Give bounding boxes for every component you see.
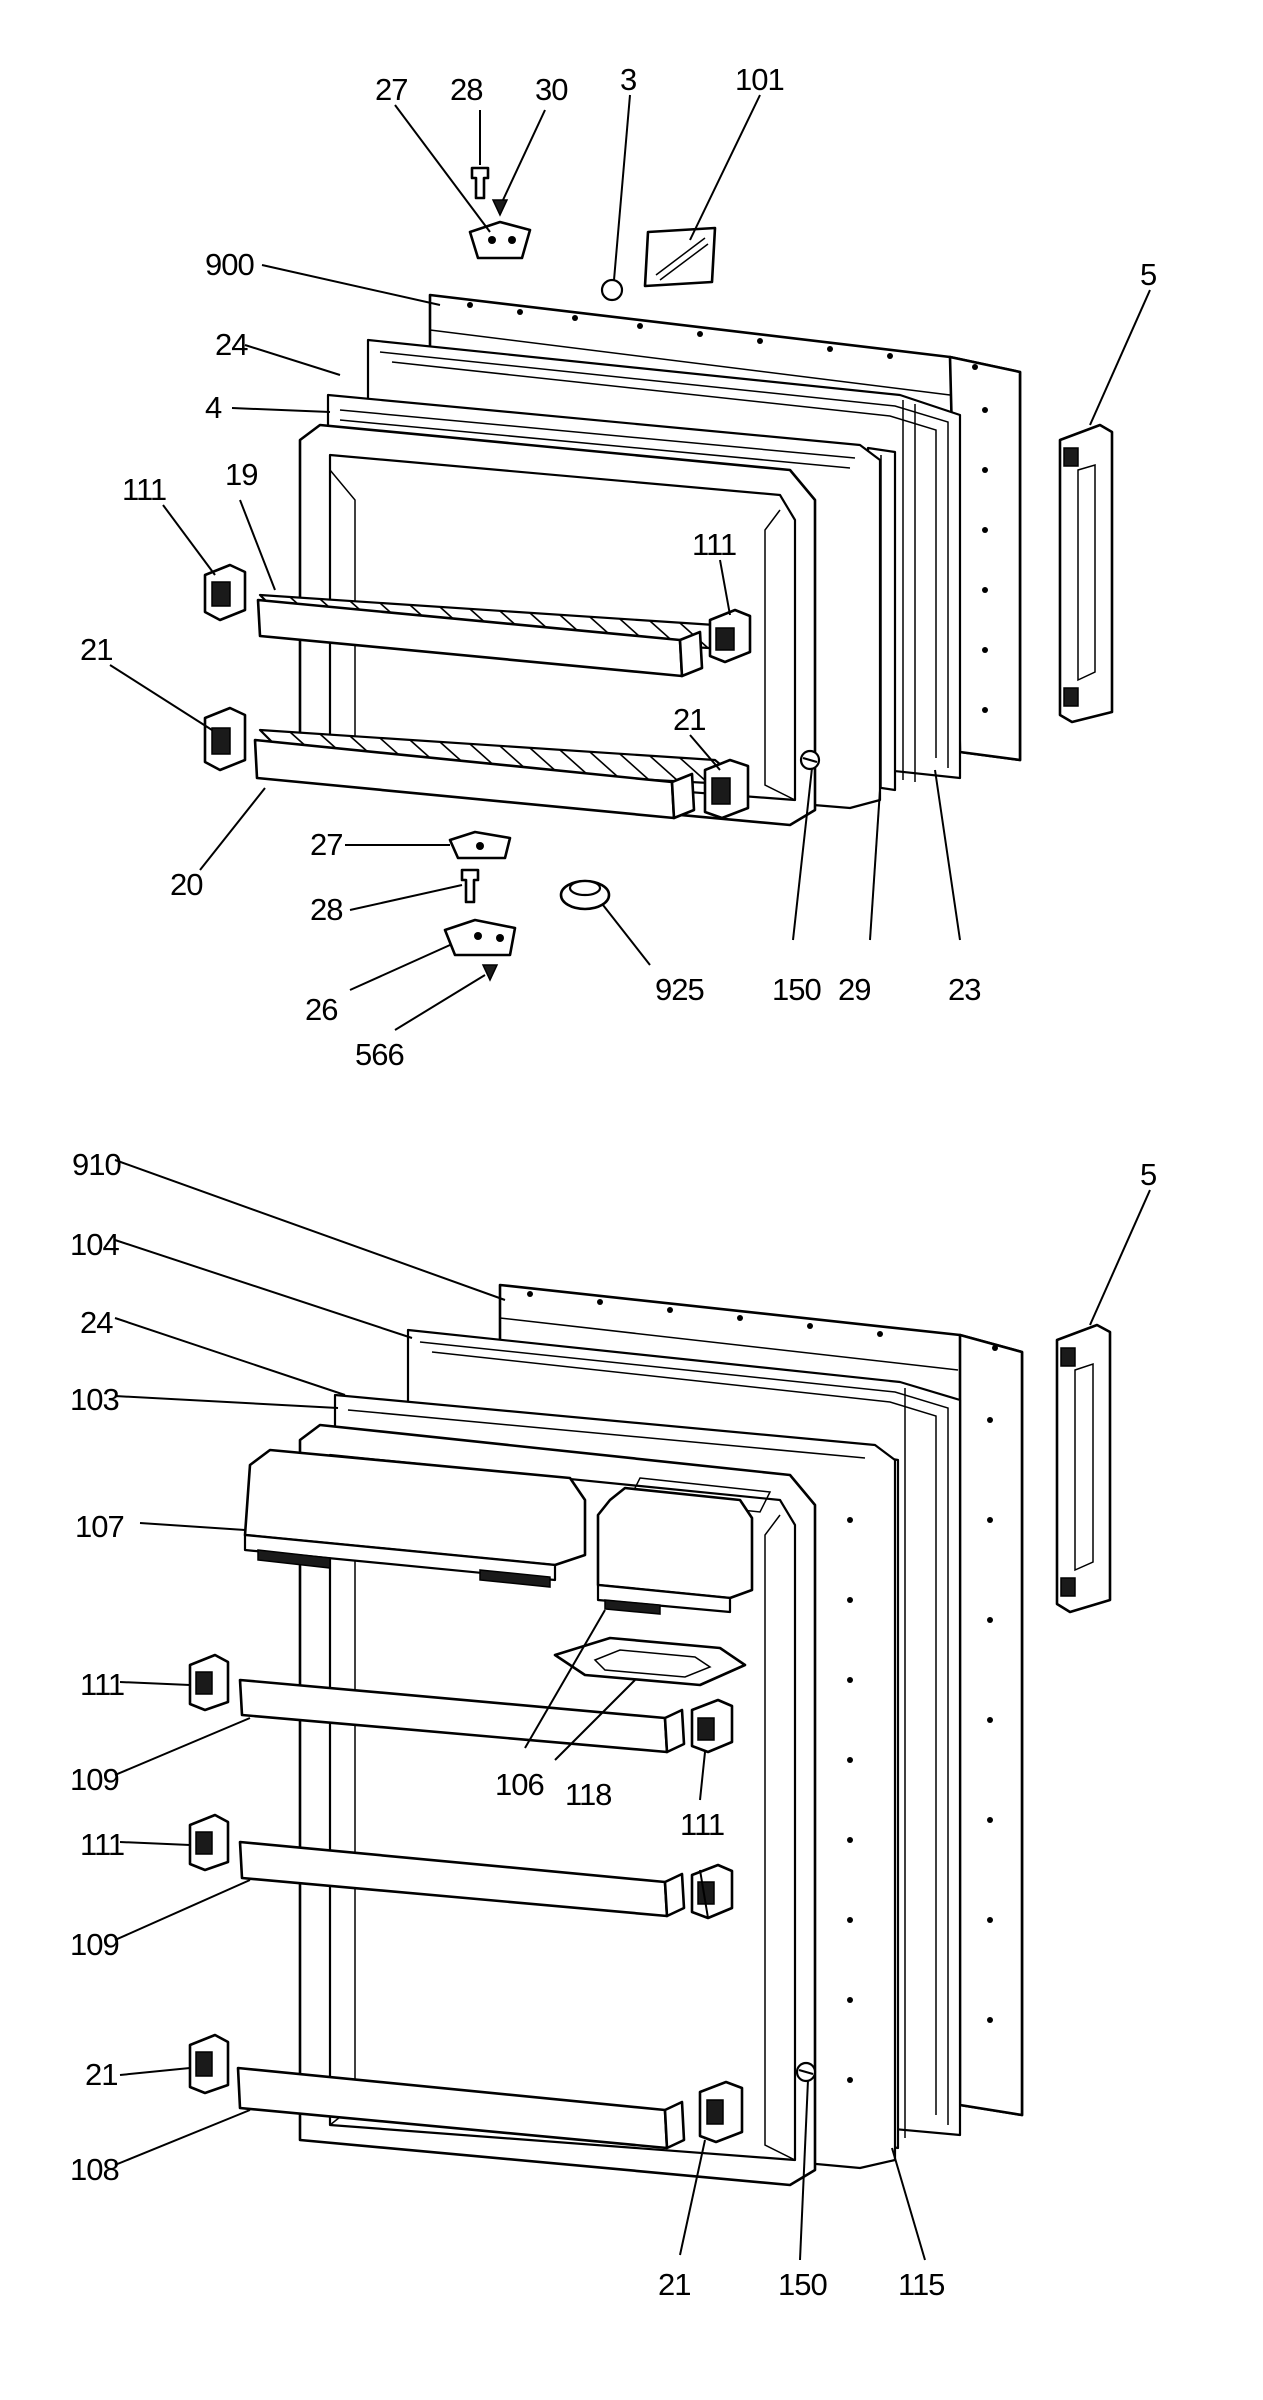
label-24-top: 24 <box>215 327 248 362</box>
label-21-bottom-right: 21 <box>658 2267 690 2302</box>
label-28-top: 28 <box>450 72 482 107</box>
label-106: 106 <box>495 1767 544 1802</box>
label-3: 3 <box>620 62 636 97</box>
label-21-top-right: 21 <box>673 702 705 737</box>
label-111-bottom-b: 111 <box>680 1807 724 1842</box>
label-104: 104 <box>70 1227 119 1262</box>
door-shelf-109-upper <box>238 1678 686 1754</box>
label-111-bottom-c: 111 <box>80 1827 124 1862</box>
label-30: 30 <box>535 72 568 107</box>
shelf-bracket-111-d <box>690 1698 734 1754</box>
screw-566 <box>481 964 499 982</box>
shelf-bracket-111-e <box>188 1813 230 1872</box>
label-107: 107 <box>75 1509 124 1544</box>
shelf-bracket-111-right <box>708 608 752 664</box>
door-handle-5-top <box>1058 423 1114 724</box>
shelf-bracket-21-right <box>703 758 750 820</box>
hinge-pin-28-bottom <box>460 868 480 904</box>
plug-3 <box>600 278 624 302</box>
shelf-bracket-111-c <box>188 1653 230 1712</box>
nameplate-101 <box>643 226 717 288</box>
label-101: 101 <box>735 62 784 97</box>
door-liner <box>298 1423 817 2187</box>
butter-door-106 <box>596 1486 754 1615</box>
screw-150-bottom <box>795 2061 817 2083</box>
label-5-bottom: 5 <box>1140 1157 1156 1192</box>
hinge-pin-28-top <box>470 166 490 200</box>
label-21-top-left: 21 <box>80 632 112 667</box>
egg-tray-118 <box>553 1636 747 1687</box>
lower-shelf-20 <box>253 728 747 820</box>
screw-150-top <box>799 749 821 771</box>
shelf-bracket-21-d <box>698 2080 744 2144</box>
shelf-bracket-111-f <box>690 1863 734 1920</box>
label-21-bottom-left: 21 <box>85 2057 117 2092</box>
shelf-bracket-21-c <box>188 2033 230 2095</box>
label-5-top: 5 <box>1140 257 1156 292</box>
label-925: 925 <box>655 972 704 1007</box>
label-108: 108 <box>70 2152 119 2187</box>
freezer-door-assembly: 27 28 30 3 101 900 5 24 4 111 19 111 21 … <box>80 62 1157 1072</box>
label-23: 23 <box>948 972 980 1007</box>
label-900: 900 <box>205 247 254 282</box>
hinge-bottom-27 <box>448 830 512 860</box>
dairy-door-107 <box>243 1448 587 1588</box>
label-115: 115 <box>898 2267 944 2302</box>
callouts-bottom: 910 5 104 24 103 107 111 109 106 118 111… <box>70 1147 1157 2302</box>
plug-925 <box>559 879 611 911</box>
fresh-food-door-assembly: 910 5 104 24 103 107 111 109 106 118 111… <box>70 1147 1157 2302</box>
label-111-top-right: 111 <box>692 527 736 562</box>
label-24-bottom: 24 <box>80 1305 113 1340</box>
label-150-top: 150 <box>772 972 821 1007</box>
hinge-26 <box>443 918 517 957</box>
label-910: 910 <box>72 1147 121 1182</box>
label-4: 4 <box>205 390 222 425</box>
door-shelf-108 <box>236 2066 686 2150</box>
screw-30 <box>491 199 509 217</box>
label-27-top: 27 <box>375 72 407 107</box>
door-shelf-109-lower <box>238 1840 686 1918</box>
label-566: 566 <box>355 1037 404 1072</box>
label-19: 19 <box>225 457 257 492</box>
label-118: 118 <box>565 1777 611 1812</box>
label-103: 103 <box>70 1382 119 1417</box>
callouts-top: 27 28 30 3 101 900 5 24 4 111 19 111 21 … <box>80 62 1157 1072</box>
label-29: 29 <box>838 972 870 1007</box>
label-111-top-left: 111 <box>122 472 166 507</box>
label-150-bottom: 150 <box>778 2267 827 2302</box>
label-111-bottom-a: 111 <box>80 1667 124 1702</box>
label-27-bottom: 27 <box>310 827 342 862</box>
leader-lines-bottom <box>114 1159 1151 2261</box>
label-109-lower: 109 <box>70 1927 119 1962</box>
shelf-bracket-21-left <box>203 706 247 772</box>
label-28-bottom: 28 <box>310 892 342 927</box>
label-20: 20 <box>170 867 203 902</box>
hinge-top-27 <box>468 220 532 260</box>
label-109-upper: 109 <box>70 1762 119 1797</box>
upper-shelf <box>256 593 747 678</box>
shelf-bracket-111-left <box>203 563 247 622</box>
label-26: 26 <box>305 992 337 1027</box>
door-handle-5-bottom <box>1055 1323 1112 1614</box>
leader-lines-top <box>109 94 1151 1031</box>
